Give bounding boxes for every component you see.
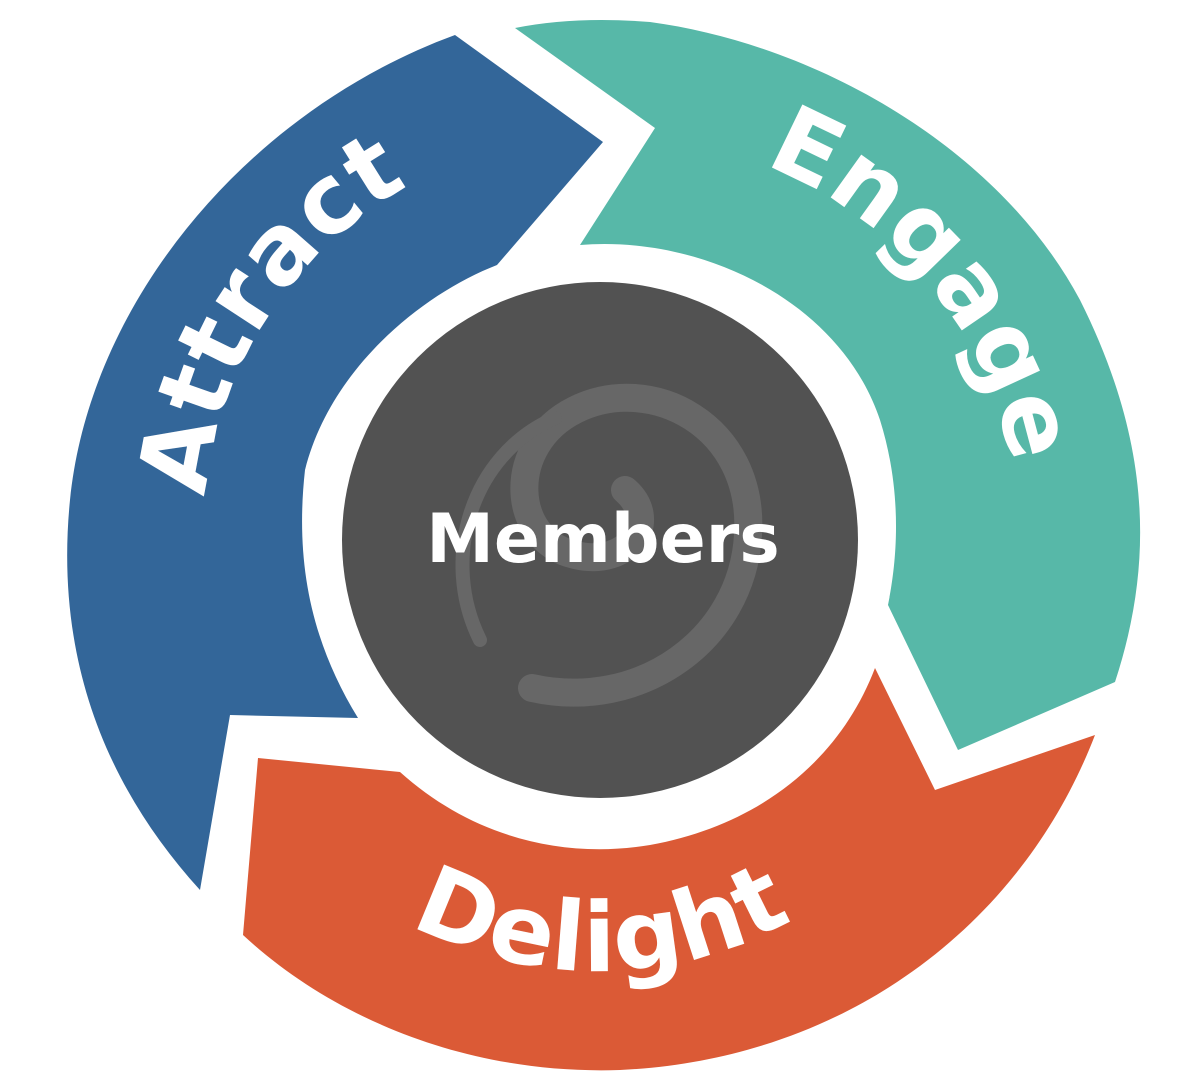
attract-arrow (67, 35, 604, 890)
members-label: Members (426, 500, 779, 579)
delight-arrow (243, 668, 1095, 1071)
members-circle (342, 282, 858, 798)
delight-segment: Delight (243, 668, 1095, 1071)
engage-arrow (515, 20, 1141, 750)
members-hub: Members (342, 282, 858, 798)
swirl-logo-icon (455, 383, 763, 707)
